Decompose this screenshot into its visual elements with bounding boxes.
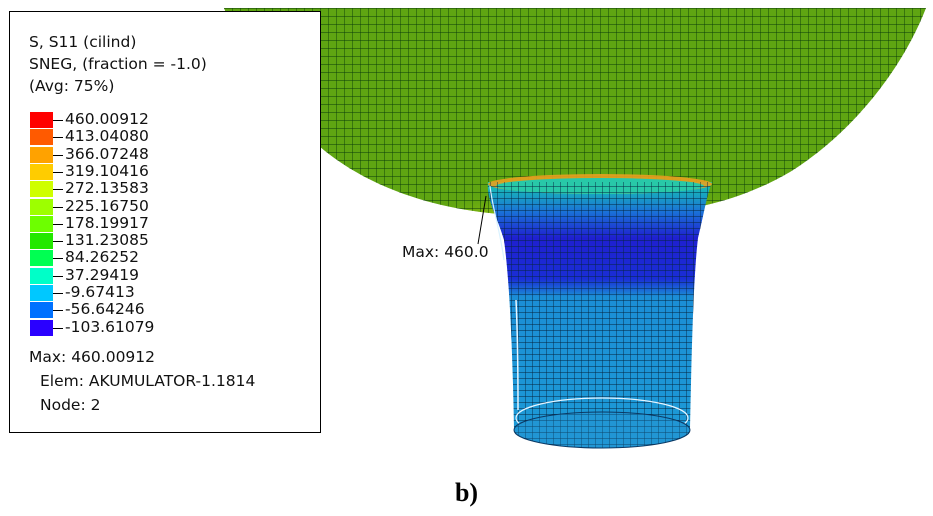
- legend-title-line-1: S, S11 (cilind): [29, 33, 137, 51]
- colorbar-swatch: [30, 146, 53, 163]
- colorbar-label: 37.29419: [65, 265, 139, 284]
- colorbar-tick: [53, 223, 63, 225]
- colorbar-swatch: [30, 267, 53, 284]
- colorbar-label: -103.61079: [65, 317, 155, 336]
- legend-title-line-2: SNEG, (fraction = -1.0): [29, 55, 207, 73]
- colorbar-tick: [53, 171, 63, 173]
- legend-panel: [9, 11, 321, 433]
- colorbar-tick: [53, 275, 63, 277]
- colorbar-label: 225.16750: [65, 196, 149, 215]
- colorbar-label: 366.07248: [65, 144, 149, 163]
- colorbar-label: 413.04080: [65, 127, 149, 146]
- colorbar-tick: [53, 154, 63, 156]
- colorbar-label: 272.13583: [65, 179, 149, 198]
- colorbar-swatch: [30, 302, 53, 319]
- legend-node: Node: 2: [40, 396, 101, 414]
- colorbar-label: 178.19917: [65, 213, 149, 232]
- colorbar-tick: [53, 241, 63, 243]
- colorbar-tick: [53, 137, 63, 139]
- legend-elem: Elem: AKUMULATOR-1.1814: [40, 372, 256, 390]
- colorbar-tick: [53, 327, 63, 329]
- colorbar-label: -56.64246: [65, 300, 145, 319]
- colorbar-tick: [53, 310, 63, 312]
- colorbar-swatch: [30, 163, 53, 180]
- colorbar-label: 84.26252: [65, 248, 139, 267]
- colorbar-tick: [53, 120, 63, 121]
- colorbar-label: 460.00912: [65, 110, 149, 128]
- colorbar-swatch: [30, 181, 53, 198]
- max-annotation-label: Max: 460.0: [402, 243, 489, 261]
- colorbar-swatch: [30, 112, 53, 128]
- colorbar-tick: [53, 206, 63, 208]
- colorbar-label: 319.10416: [65, 161, 149, 180]
- colorbar-tick: [53, 293, 63, 294]
- colorbar-swatch: [30, 250, 53, 267]
- colorbar-tick: [53, 189, 63, 191]
- colorbar-swatch: [30, 285, 53, 301]
- max-leader-line: [477, 195, 487, 245]
- colorbar-swatch: [30, 198, 53, 215]
- cylinder-neck: [487, 174, 712, 449]
- colorbar-tick: [53, 258, 63, 260]
- colorbar-label: -9.67413: [65, 283, 135, 301]
- legend-max-value: Max: 460.00912: [29, 348, 156, 366]
- colorbar-swatch: [30, 129, 53, 146]
- colorbar-swatch: [30, 215, 53, 232]
- colorbar-label: 131.23085: [65, 231, 149, 250]
- colorbar-swatch: [30, 233, 53, 250]
- legend-title-line-3: (Avg: 75%): [29, 77, 115, 95]
- colorbar-swatch: [30, 319, 53, 336]
- figure-caption: b): [454, 478, 479, 507]
